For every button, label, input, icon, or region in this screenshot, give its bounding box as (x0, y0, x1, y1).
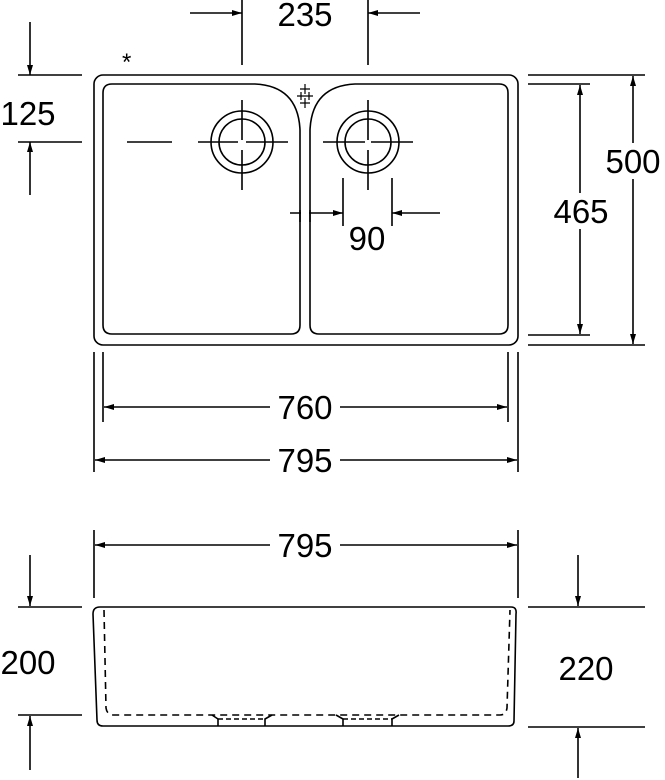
dim-overall-height: 220 (558, 650, 613, 687)
right-basin (309, 83, 509, 335)
sink-front-outline (92, 606, 517, 727)
note-asterisk: * (122, 49, 131, 76)
tap-hole-icon (297, 84, 313, 108)
dim-drain-spacing: 235 (277, 0, 332, 33)
front-view: 795 200 220 (0, 527, 645, 778)
left-drain (127, 100, 288, 190)
dim-drain-to-divider: 90 (349, 220, 386, 257)
dim-inner-width: 760 (277, 389, 332, 426)
dim-drain-offset: 125 (0, 95, 55, 132)
dim-inner-depth: 465 (553, 193, 608, 230)
right-drain (323, 100, 413, 190)
hidden-basin-line (103, 609, 511, 716)
sink-outline (93, 74, 519, 346)
dim-inner-height: 200 (0, 644, 55, 681)
dim-overall-depth: 500 (605, 143, 660, 180)
dim-overall-width: 795 (277, 442, 332, 479)
left-basin (102, 83, 301, 335)
top-view: * 235 125 500 465 (0, 0, 661, 479)
dim-front-width: 795 (277, 527, 332, 564)
